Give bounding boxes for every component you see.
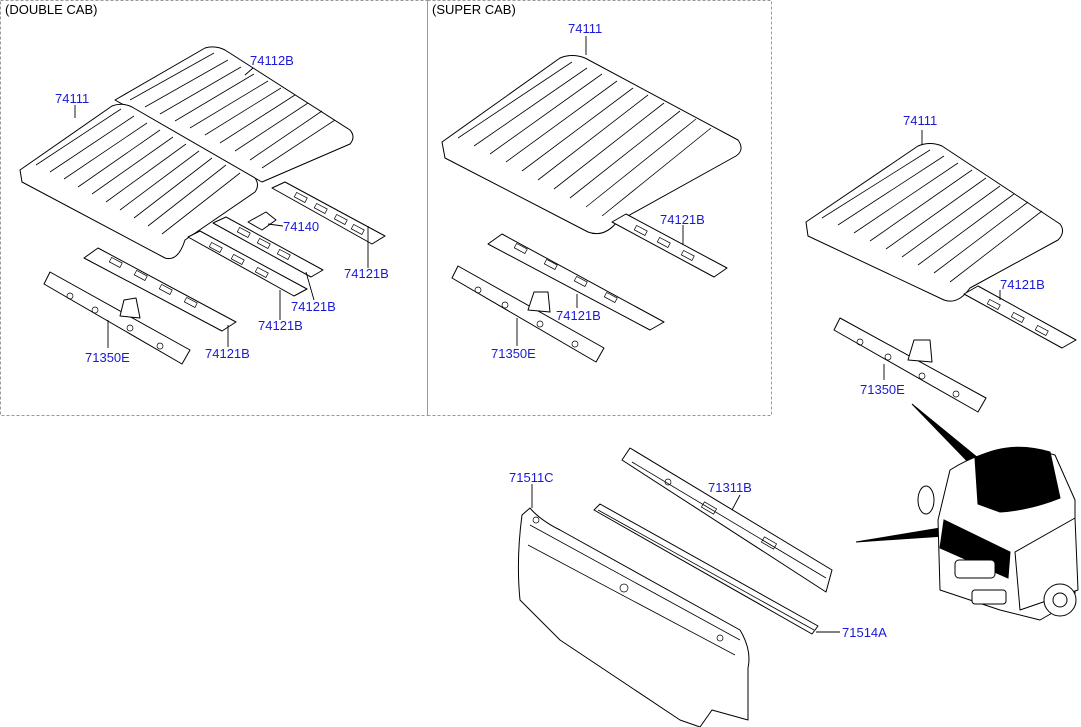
super-cab-roof-rail-rear bbox=[611, 213, 728, 278]
super-cab-roof-panel bbox=[441, 55, 742, 235]
callout-rc-roof-panel: 74111 bbox=[903, 113, 937, 128]
callout-sc-rail-rear: 74121B bbox=[660, 212, 705, 227]
dash-cowl-leaders bbox=[531, 484, 840, 633]
callout-rc-rail: 74121B bbox=[1000, 277, 1045, 292]
callout-cowl-rail: 71311B bbox=[708, 480, 752, 495]
double-cab-panel: (DOUBLE CAB) bbox=[0, 0, 428, 416]
double-cab-roof-rail-mid-a bbox=[212, 216, 324, 278]
double-cab-front-header bbox=[43, 271, 191, 365]
callout-dc-front-header: 71350E bbox=[85, 350, 130, 365]
double-cab-leaders bbox=[74, 67, 369, 348]
callout-rc-front-header: 71350E bbox=[860, 382, 905, 397]
double-cab-roof-rail-rear bbox=[271, 181, 386, 245]
cowl-seal bbox=[593, 503, 819, 635]
regular-cab-front-header bbox=[833, 317, 987, 413]
dash-panel bbox=[517, 507, 750, 727]
cowl-rail bbox=[621, 447, 833, 593]
super-cab-panel: (SUPER CAB) bbox=[427, 0, 772, 416]
callout-sc-rail-front: 74121B bbox=[556, 308, 601, 323]
super-cab-title: (SUPER CAB) bbox=[432, 2, 516, 17]
callout-sc-roof-panel: 74111 bbox=[568, 21, 602, 36]
callout-cowl-seal: 71514A bbox=[842, 625, 887, 640]
double-cab-title: (DOUBLE CAB) bbox=[5, 2, 97, 17]
super-cab-leaders bbox=[516, 36, 684, 346]
super-cab-roof-rail-front bbox=[487, 233, 665, 331]
super-cab-front-header bbox=[451, 265, 605, 363]
callout-dash-panel: 71511C bbox=[509, 470, 554, 485]
callout-dc-roof-panel-rear: 74112B bbox=[250, 53, 294, 68]
double-cab-roof-rail-mid-b bbox=[187, 230, 308, 297]
double-cab-roof-panel-front bbox=[19, 103, 258, 260]
callout-dc-rail-mid-a: 74121B bbox=[291, 299, 336, 314]
truck-illustration bbox=[855, 403, 1079, 621]
callout-dc-rail-rear: 74121B bbox=[344, 266, 389, 281]
callout-dc-bracket: 74140 bbox=[283, 219, 319, 234]
regular-cab-roof-rail bbox=[963, 285, 1077, 349]
callout-dc-rail-front: 74121B bbox=[205, 346, 250, 361]
double-cab-roof-rail-front bbox=[83, 247, 237, 332]
callout-dc-roof-panel: 74111 bbox=[55, 91, 89, 106]
double-cab-roof-panel-rear bbox=[114, 46, 354, 183]
callout-dc-rail-mid-b: 74121B bbox=[258, 318, 303, 333]
double-cab-bracket bbox=[247, 211, 277, 231]
regular-cab-roof-panel bbox=[805, 143, 1064, 302]
callout-sc-front-header: 71350E bbox=[491, 346, 536, 361]
regular-cab-leaders bbox=[883, 130, 1001, 380]
